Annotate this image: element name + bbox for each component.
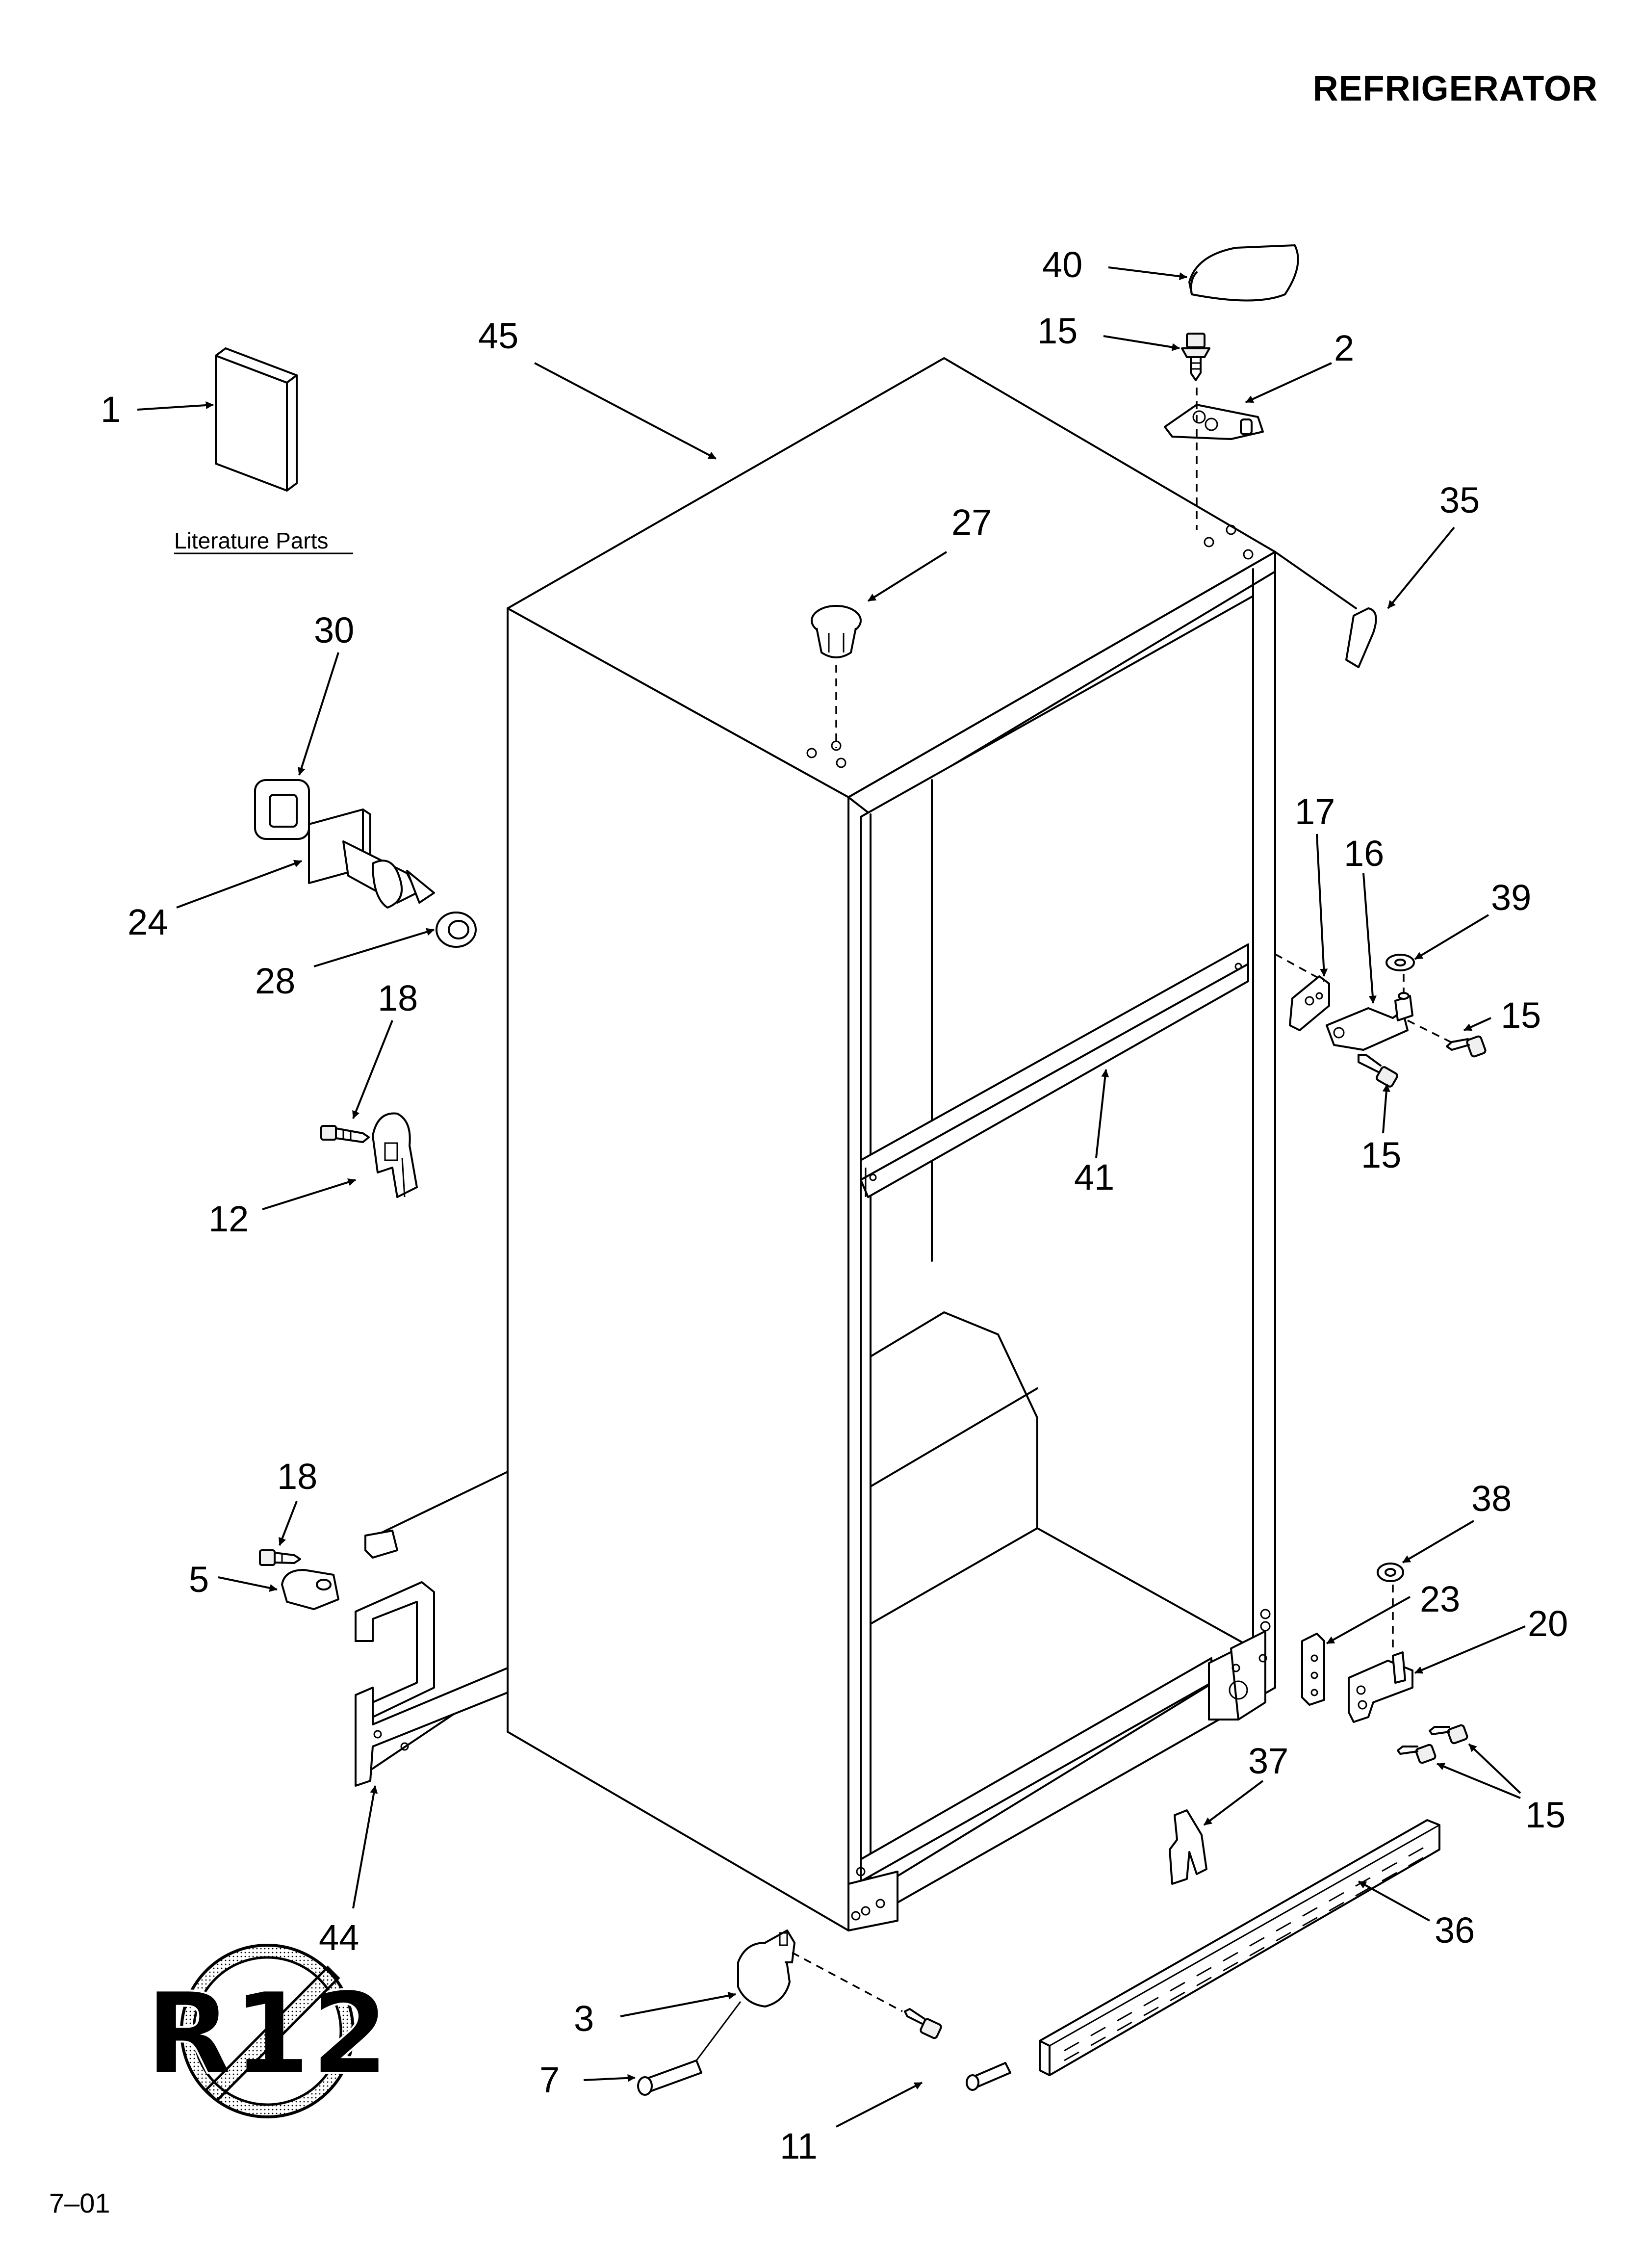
top-hinge-screw [1181,333,1210,381]
callout-28: 28 [255,961,295,1001]
callout-20: 20 [1528,1603,1568,1644]
callout-37: 37 [1248,1741,1288,1781]
grille-slot [1170,1981,1185,1992]
bottom-hinge-screws [1397,1724,1468,1764]
hinge-cover-clamp [281,1569,339,1610]
top-hinge [1164,388,1264,530]
toe-grille [1039,1819,1440,2076]
callout-7: 7 [539,2059,560,2100]
no-r12-prohibition-icon: R12 [144,1944,390,2118]
grille-slot [1382,1872,1397,1882]
callout-24: 24 [128,902,168,942]
center-hinge-shim [1289,975,1330,1031]
grille-slot [1117,2011,1132,2022]
callout-30: 30 [314,610,354,651]
callout-3: 3 [574,1998,594,2039]
roller-pin-right [966,2062,1011,2091]
grille-slot [1090,2027,1106,2036]
callout-18: 18 [378,978,418,1018]
callout-40: 40 [1042,244,1082,285]
grille-slot [1064,2041,1079,2052]
callout-18: 18 [277,1456,317,1497]
grille-slot [1196,1967,1212,1977]
grille-slot [1249,1947,1265,1956]
callout-leaders [137,266,1526,2128]
grille-slot [1329,1892,1344,1902]
grille-clip [1169,1809,1207,1885]
callout-41: 41 [1074,1157,1114,1198]
cover-screw-upper [320,1125,370,1143]
side-cover-bracket [355,1471,509,1787]
page-code: 7–01 [49,2188,110,2218]
cover-screw-lower [259,1549,301,1566]
callout-labels: 1 45 40 15 2 35 27 30 24 28 18 12 17 16 … [101,244,1568,2166]
callout-17: 17 [1295,791,1335,832]
callout-15: 15 [1037,311,1078,351]
callout-15: 15 [1525,1795,1565,1835]
literature-parts-booklet [215,347,298,492]
callout-27: 27 [951,502,992,543]
mullion-bar [860,943,1249,1198]
center-hinge-screw-right [1446,1035,1487,1058]
callout-15: 15 [1361,1135,1401,1175]
callout-36: 36 [1435,1910,1475,1951]
cabinet-body [507,357,1276,1931]
callout-39: 39 [1491,877,1531,918]
callout-15: 15 [1501,995,1541,1036]
grille-slot [1143,1997,1159,2007]
callout-44: 44 [319,1917,359,1958]
roller-pin-left [637,2001,742,2096]
center-hinge [1275,953,1452,1051]
page-title: REFRIGERATOR [1312,69,1598,108]
callout-1: 1 [101,389,121,430]
callout-5: 5 [189,1559,209,1600]
hinge-cover-clip [372,1112,418,1198]
grille-slot [1170,1991,1185,2002]
bottom-hinge-washer [1377,1563,1404,1653]
grille-slot [1223,1952,1238,1962]
door-stop-bushing [254,779,310,840]
callout-35: 35 [1439,480,1480,521]
hinge-washer [1385,954,1415,993]
grille-slot [1276,1922,1291,1932]
callout-16: 16 [1344,833,1384,874]
callout-23: 23 [1420,1579,1460,1619]
grille-slot [1196,1977,1212,1986]
top-hinge-cover [1188,244,1299,302]
grille-slot [1090,2036,1106,2046]
hinge-side-cover [1274,551,1377,668]
grille-slot [1382,1862,1397,1872]
literature-caption: Literature Parts [174,528,328,553]
grille-slot [1408,1847,1424,1857]
bottom-hinge-shim [1301,1633,1325,1706]
grille-slot [1223,1961,1238,1972]
callout-45: 45 [478,315,518,356]
grille-slot [1408,1857,1424,1867]
grille-slot [1064,2051,1079,2061]
callout-12: 12 [208,1199,249,1239]
grille-slot [1302,1907,1318,1917]
center-hinge-screw-bottom [1358,1054,1398,1088]
pin-washer [436,912,477,948]
grille-slot [1117,2021,1132,2032]
grille-slot [1249,1937,1265,1947]
grille-slot [1329,1902,1344,1912]
callout-2: 2 [1334,328,1354,368]
grille-slot [1355,1887,1371,1897]
grille-slot [1276,1931,1291,1942]
cabinet-top-plug [811,605,862,748]
grille-slot [1302,1917,1318,1927]
bottom-hinge [1348,1651,1413,1723]
bottom-front-rail [847,1609,1271,1931]
bracket-screw [904,2008,942,2039]
grille-slot [1143,2007,1159,2016]
callout-38: 38 [1471,1478,1512,1519]
callout-11: 11 [780,2126,818,2166]
door-stop-pin [308,808,435,909]
leveling-leg-bracket [737,1929,903,2012]
